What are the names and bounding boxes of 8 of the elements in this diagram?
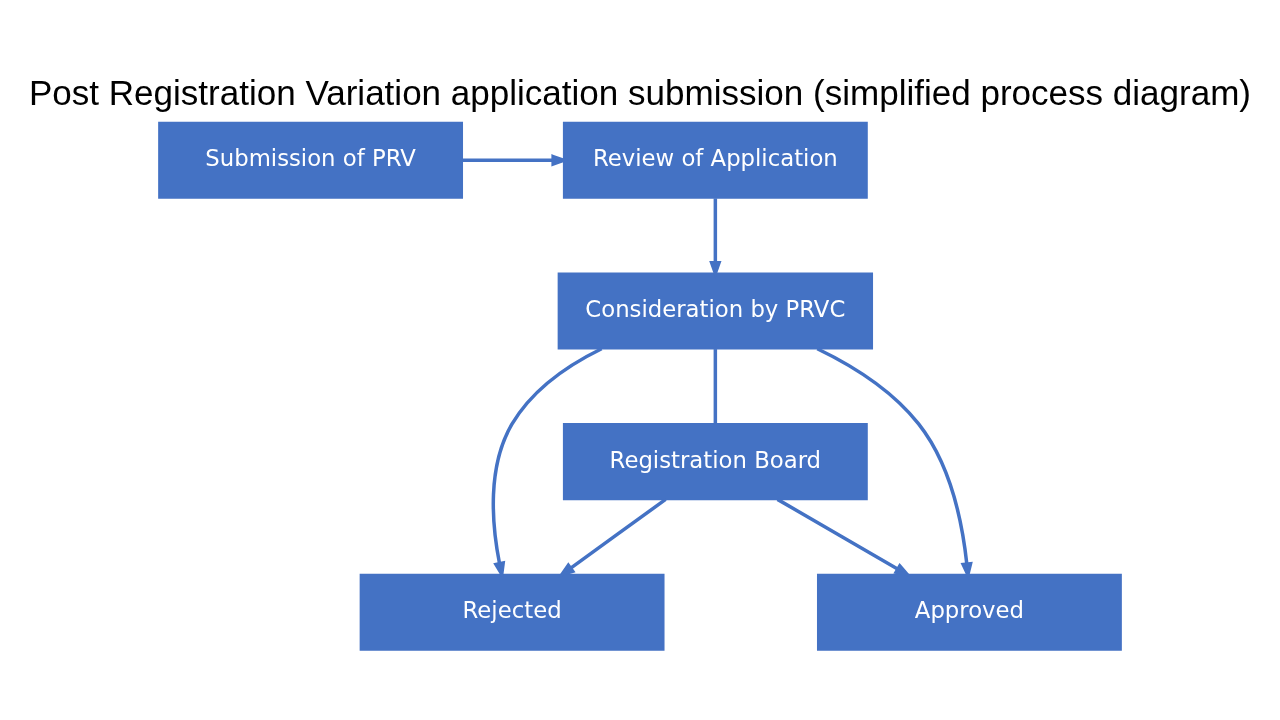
node-box: Registration Board <box>562 423 868 501</box>
diagram-title: Post Registration Variation application submission (simplified process diagram) <box>28 73 1252 113</box>
node-box: Consideration by PRVC <box>557 272 874 350</box>
connector <box>713 349 718 424</box>
node-box: Approved <box>816 573 1122 651</box>
node-box: Review of Application <box>562 121 868 199</box>
node-box: Rejected <box>359 573 665 651</box>
node-box: Submission of PRV <box>158 121 464 199</box>
